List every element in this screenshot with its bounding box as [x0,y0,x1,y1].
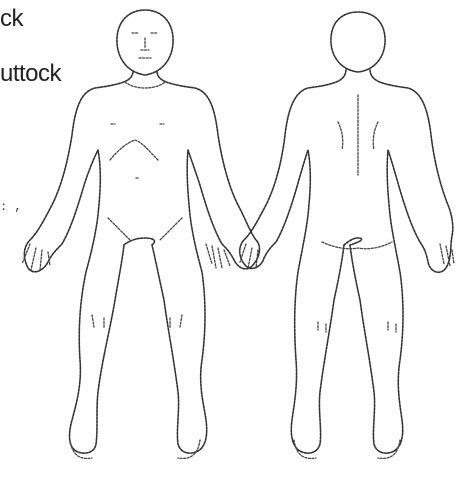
front-groin [108,218,182,240]
back-body-outline [240,12,454,458]
back-crotch [344,238,362,245]
back-right-side [350,70,453,453]
front-rib-line [110,140,158,160]
back-head [331,12,385,72]
front-collar [125,82,165,88]
back-right-hand [440,244,454,266]
front-nose [141,38,149,50]
back-left-hand [240,244,258,268]
front-body-outline [22,10,259,458]
